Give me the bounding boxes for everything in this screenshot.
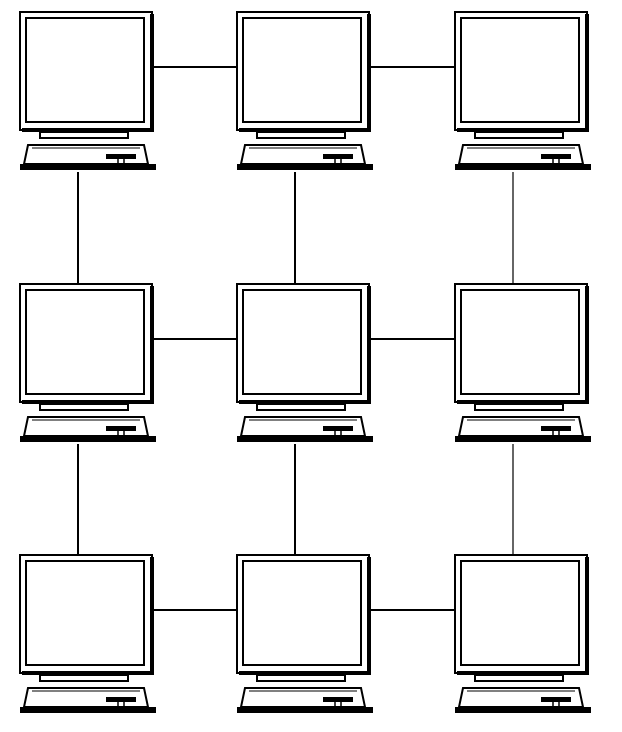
monitor-stand (39, 674, 129, 682)
desktop-computer-icon (19, 554, 156, 713)
monitor-screen (25, 17, 145, 123)
monitor-stand (474, 403, 564, 411)
computer-plinth (237, 707, 373, 713)
drive-slot (323, 697, 353, 702)
desktop-computer-icon (236, 283, 373, 442)
monitor-shadow (457, 400, 589, 404)
monitor-shadow (22, 671, 154, 675)
desktop-computer-icon (454, 11, 591, 170)
monitor-shadow (367, 557, 371, 675)
monitor-screen (460, 17, 580, 123)
desktop-computer-icon (236, 554, 373, 713)
monitor-shadow (585, 14, 589, 132)
monitor-shadow (457, 671, 589, 675)
monitor-shadow (239, 128, 371, 132)
connection-lines (77, 66, 514, 611)
drive-slot (541, 426, 571, 431)
monitor-stand (39, 131, 129, 139)
drive-slot (323, 154, 353, 159)
computer-plinth (455, 436, 591, 442)
desktop-computer-icon (454, 554, 591, 713)
monitor-shadow (367, 14, 371, 132)
monitor-shadow (367, 286, 371, 404)
desktop-computer-icon (454, 283, 591, 442)
drive-slot (106, 154, 136, 159)
drive-slot (106, 426, 136, 431)
computer-plinth (455, 707, 591, 713)
monitor-stand (474, 131, 564, 139)
monitor-screen (25, 289, 145, 395)
monitor-shadow (239, 400, 371, 404)
monitor-stand (474, 674, 564, 682)
computer-plinth (20, 164, 156, 170)
monitor-screen (25, 560, 145, 666)
monitor-shadow (457, 128, 589, 132)
computer-plinth (237, 436, 373, 442)
desktop-computer-icon (19, 283, 156, 442)
monitor-stand (256, 131, 346, 139)
monitor-stand (256, 403, 346, 411)
monitor-shadow (22, 128, 154, 132)
monitor-shadow (239, 671, 371, 675)
computer-nodes (19, 11, 591, 713)
computer-plinth (237, 164, 373, 170)
monitor-screen (242, 560, 362, 666)
desktop-computer-icon (19, 11, 156, 170)
drive-slot (106, 697, 136, 702)
monitor-shadow (150, 286, 154, 404)
monitor-shadow (150, 14, 154, 132)
monitor-screen (242, 289, 362, 395)
monitor-shadow (150, 557, 154, 675)
computer-plinth (20, 707, 156, 713)
monitor-shadow (22, 400, 154, 404)
computer-plinth (455, 164, 591, 170)
desktop-computer-icon (236, 11, 373, 170)
drive-slot (541, 697, 571, 702)
monitor-screen (242, 17, 362, 123)
drive-slot (323, 426, 353, 431)
monitor-shadow (585, 286, 589, 404)
monitor-screen (460, 560, 580, 666)
monitor-screen (460, 289, 580, 395)
drive-slot (541, 154, 571, 159)
monitor-stand (39, 403, 129, 411)
computer-plinth (20, 436, 156, 442)
monitor-stand (256, 674, 346, 682)
monitor-shadow (585, 557, 589, 675)
